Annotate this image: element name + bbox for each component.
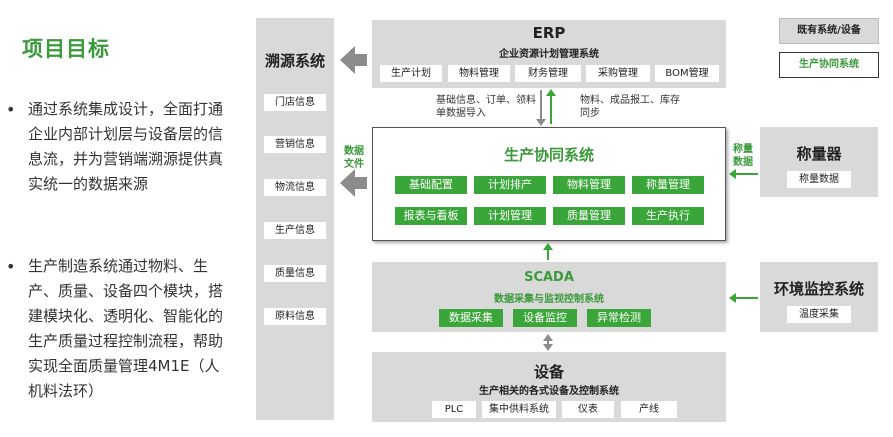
collab-module: 称量管理 [632,176,704,194]
collab-module: 生产执行 [632,207,704,225]
scada-title: SCADA [524,270,574,285]
equipment-subtitle: 生产相关的各式设备及控制系统 [479,386,619,397]
arrow-collab-to-trace [340,169,367,197]
collab-module: 基础配置 [395,176,467,194]
collab-module: 计划管理 [474,207,546,225]
flow-label-up: 物料、成品报工、库存同步 [580,95,680,119]
bullet-text: 生产制造系统通过物料、生产、质量、设备四个模块，搭建模块化、透明化、智能化的生产… [28,257,224,400]
equipment-item: 集中供料系统 [482,401,556,418]
bullet-dot: • [6,257,16,276]
trace-system-panel: 溯源系统 门店信息 营销信息 物流信息 生产信息 质量信息 原料信息 [256,18,334,420]
env-monitor-panel: 环境监控系统 温度采集 [760,262,878,332]
arrow-equip-scada-up-head [543,334,553,341]
scada-subtitle: 数据采集与监视控制系统 [494,294,604,305]
bullet-2: • 生产制造系统通过物料、生产、质量、设备四个模块，搭建模块化、透明化、智能化的… [6,254,231,404]
erp-subtitle: 企业资源计划管理系统 [499,49,599,60]
erp-module: 生产计划 [380,65,442,82]
trace-item: 原料信息 [264,308,326,325]
arrow-erp-to-trace [340,46,367,74]
bullet-dot: • [6,100,16,119]
erp-module: 财务管理 [515,65,581,82]
weigh-data-label: 称量数据 [733,144,753,168]
erp-panel: ERP 企业资源计划管理系统 生产计划 物料管理 财务管理 采购管理 BOM管理 [372,20,726,88]
trace-item: 营销信息 [264,136,326,153]
collab-module: 报表与看板 [395,207,467,225]
collab-system-title: 生产协同系统 [503,146,594,164]
bullet-text: 通过系统集成设计，全面打通企业内部计划层与设备层的信息流，并为营销端溯源提供真实… [28,100,224,193]
collab-module: 质量管理 [553,207,625,225]
scada-module: 异常检测 [587,309,651,327]
collab-module: 物料管理 [553,176,625,194]
trace-item: 门店信息 [264,94,326,111]
trace-item: 质量信息 [264,265,326,282]
legend-collab: 生产协同系统 [779,52,879,78]
erp-title: ERP [532,24,566,42]
page-title: 项目目标 [22,37,110,61]
equipment-title: 设备 [533,363,564,381]
scada-module: 设备监控 [513,309,577,327]
scale-item: 称量数据 [787,171,851,188]
collab-module: 计划排产 [474,176,546,194]
collab-system-panel: 生产协同系统 基础配置 计划排产 物料管理 称量管理 报表与看板 计划管理 质量… [372,127,726,241]
arrow-scada-to-collab-head [543,243,553,250]
scale-panel: 称量器 称量数据 [760,127,878,197]
scada-panel: SCADA 数据采集与监视控制系统 数据采集 设备监控 异常检测 [372,262,726,332]
trace-item: 生产信息 [264,222,326,239]
arrow-equip-scada-down-head [543,344,553,351]
erp-module: 物料管理 [448,65,510,82]
equipment-panel: 设备 生产相关的各式设备及控制系统 PLC 集中供料系统 仪表 产线 [372,352,726,422]
arrow-scale-to-collab-head [729,169,736,179]
legend-existing: 既有系统/设备 [779,18,879,44]
env-monitor-item: 温度采集 [787,306,851,323]
bullet-1: • 通过系统集成设计，全面打通企业内部计划层与设备层的信息流，并为营销端溯源提供… [6,97,231,197]
erp-module: BOM管理 [655,65,719,82]
trace-item: 物流信息 [264,179,326,196]
data-file-label: 数据文件 [344,146,364,170]
env-monitor-title: 环境监控系统 [773,280,864,298]
scada-module: 数据采集 [439,309,503,327]
erp-module: 采购管理 [586,65,650,82]
arrow-collab-up-head [546,89,556,96]
scale-title: 称量器 [796,145,842,163]
equipment-item: 产线 [621,401,677,418]
arrow-env-to-scada-head [729,293,736,303]
trace-system-title: 溯源系统 [264,52,325,70]
equipment-item: 仪表 [562,401,614,418]
arrow-erp-down-head [536,119,546,126]
equipment-item: PLC [432,401,476,418]
flow-label-down: 基础信息、订单、领料单数据导入 [436,95,536,119]
